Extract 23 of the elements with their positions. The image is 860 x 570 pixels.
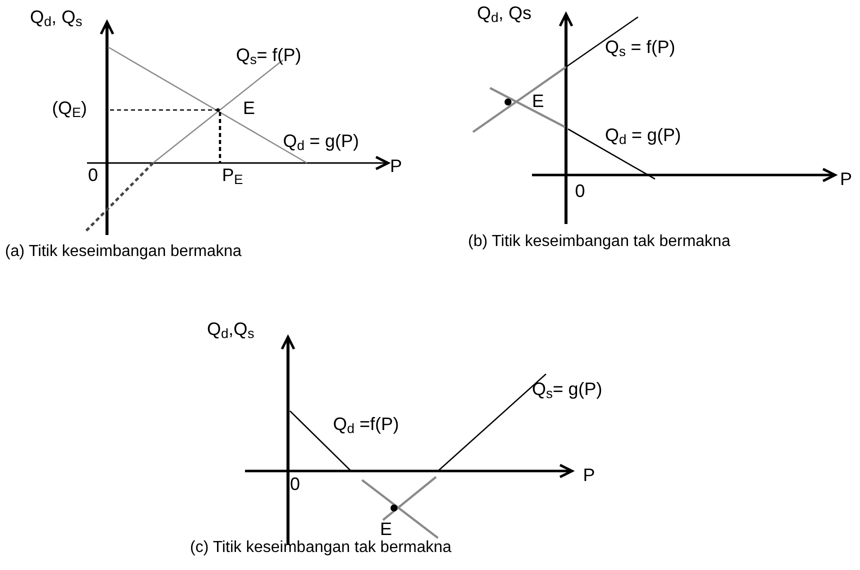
axis-label: Q$_{s}$= f(P)	[236, 44, 302, 66]
axis-label: 0	[575, 180, 586, 202]
axis-label: Q$_{d}$ = g(P)	[283, 130, 360, 152]
figure-caption: (b) Titik keseimbangan tak bermakna	[468, 232, 732, 252]
axis-label: 0	[88, 164, 98, 186]
axis-label: E	[243, 97, 256, 119]
axis-label: P	[583, 464, 596, 486]
axis-label: Q$_{d}$ =f(P)	[333, 413, 400, 435]
axis-label: Q$_{d}$,Q$_{s}$	[207, 318, 254, 340]
figure-caption: (a) Titik keseimbangan bermakna	[5, 242, 243, 262]
figure-caption: (c) Titik keseimbangan tak bermakna	[190, 538, 452, 558]
axis-label: 0	[290, 473, 300, 495]
axis-label: E	[380, 518, 392, 540]
axis-label: Q$_{s}$= g(P)	[532, 378, 602, 400]
axis-label: Q$_{d}$ = g(P)	[605, 124, 682, 146]
axis-label: P$_{E}$	[222, 164, 244, 186]
axis-label: P	[390, 155, 402, 177]
axis-label: P	[840, 168, 852, 190]
axis-label: Q$_{s}$ = f(P)	[605, 36, 676, 58]
axis-label: E	[532, 90, 544, 112]
axis-label: (Q$_{E}$)	[52, 97, 88, 119]
axis-label: Q$_{d}$, Qs	[477, 2, 532, 24]
axis-label: Q$_{d}$, Q$_{s}$	[30, 6, 82, 28]
